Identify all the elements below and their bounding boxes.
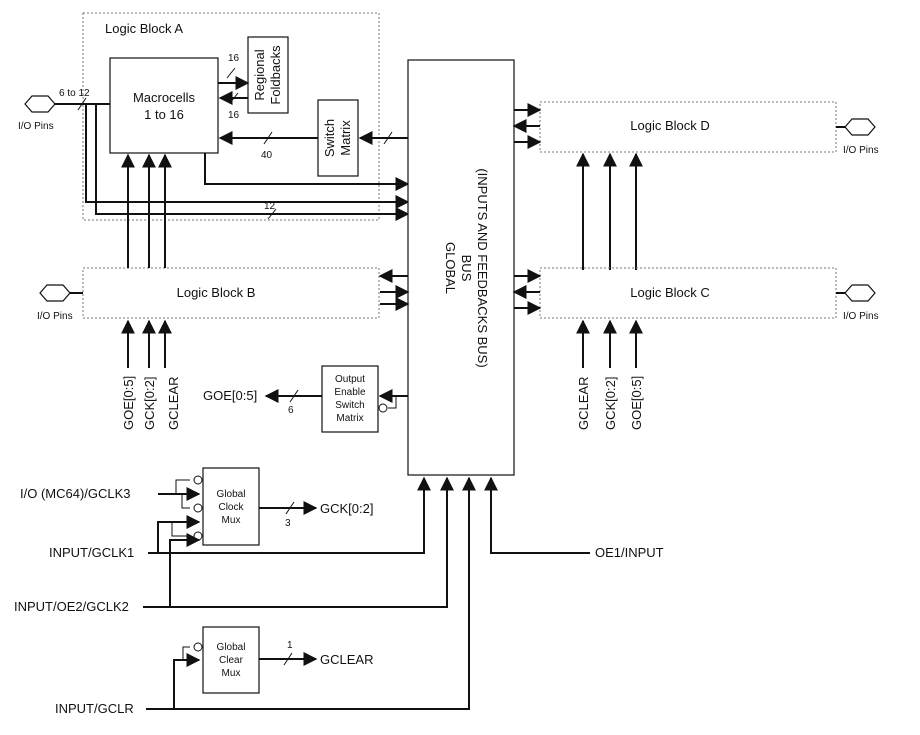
- pin-oe1-label: OE1/INPUT: [595, 545, 664, 560]
- oe-output-label: GOE[0:5]: [203, 388, 257, 403]
- switch-bus-slash: [263, 131, 273, 145]
- io-pins-d-label: I/O Pins: [843, 145, 879, 156]
- io-a-bus-slash: [77, 97, 87, 111]
- pin-io-gclk3-label: I/O (MC64)/GCLK3: [20, 486, 131, 501]
- gclr-mux-label-3: Mux: [222, 668, 241, 679]
- io-feedback-wire-2: [95, 104, 410, 221]
- switch-matrix-box: [317, 99, 359, 177]
- global-clear-mux-box: [202, 626, 260, 694]
- pin-gclr-to-bus-wire: [146, 476, 476, 710]
- regional-foldbacks-label-2: Foldbacks: [268, 45, 283, 105]
- b-goe-label: GOE[0:5]: [121, 376, 136, 430]
- oe-invert-bubble: [378, 403, 388, 413]
- pin-oe2-gclk2-label: INPUT/OE2/GCLK2: [14, 599, 129, 614]
- global-bus-label-2: BUS: [459, 255, 474, 282]
- gclr-mux-label-2: Clear: [219, 655, 244, 666]
- output-enable-box: [321, 365, 379, 433]
- gclk-mux-output-label: GCK[0:2]: [320, 501, 373, 516]
- feedback-bus-width: 12: [264, 201, 276, 212]
- io-a-bus-width: 6 to 12: [59, 88, 90, 99]
- gclk-mux-label-1: Global: [217, 489, 246, 500]
- gclk3-invert-bubble-2: [193, 503, 203, 513]
- gclr-invert-bubble: [193, 642, 203, 652]
- macrocells-label: Macrocells: [133, 90, 196, 105]
- pin-gclk3-tap-1: [175, 479, 190, 494]
- io-pins-b-label: I/O Pins: [37, 311, 73, 322]
- foldback-out-slash: [229, 92, 239, 104]
- foldback-in-width: 16: [228, 53, 240, 64]
- io-feedback-wire: [85, 104, 410, 209]
- c-gck-label: GCK[0:2]: [603, 377, 618, 430]
- oe-label-2: Enable: [334, 387, 366, 398]
- c-gclear-label: GCLEAR: [576, 377, 591, 430]
- gclk-mux-label-2: Clock: [218, 502, 244, 513]
- logic-block-a-outline: [82, 12, 380, 221]
- global-bus-box: [407, 59, 515, 476]
- io-pins-a-label: I/O Pins: [18, 121, 54, 132]
- io-pin-d-icon: [844, 118, 876, 136]
- logic-block-b-title: Logic Block B: [177, 285, 256, 300]
- regional-foldbacks-box: [247, 36, 289, 114]
- pin-gclk2-to-bus-wire: [143, 476, 454, 608]
- io-pins-c-label: I/O Pins: [843, 311, 879, 322]
- foldback-in-slash: [226, 67, 236, 79]
- io-pin-a-icon: [24, 95, 56, 113]
- logic-block-b-outline: [82, 267, 380, 319]
- gclk1-invert-bubble: [193, 531, 203, 541]
- io-pin-b-icon: [39, 284, 71, 302]
- oe-label-4: Matrix: [336, 413, 363, 424]
- oe-output-slash: [289, 389, 299, 403]
- foldback-out-width: 16: [228, 110, 240, 121]
- gclk-mux-label-3: Mux: [222, 515, 241, 526]
- gclk3-invert-bubble-1: [193, 475, 203, 485]
- b-gck-label: GCK[0:2]: [142, 377, 157, 430]
- macro-to-bus-wire: [204, 153, 410, 191]
- pin-gclr-label: INPUT/GCLR: [55, 701, 134, 716]
- global-bus-label-1: GLOBAL: [443, 242, 458, 294]
- io-pin-c-icon: [844, 284, 876, 302]
- oe-label-3: Switch: [335, 400, 364, 411]
- macrocells-box: [109, 57, 219, 154]
- b-gclear-label: GCLEAR: [166, 377, 181, 430]
- gclk-mux-output-width: 3: [285, 518, 291, 529]
- bus-switch-slash: [383, 131, 393, 145]
- pin-gclk3-tap-2: [181, 494, 190, 509]
- gclr-mux-label-1: Global: [217, 642, 246, 653]
- oe-label-1: Output: [335, 374, 365, 385]
- gclk-mux-output-slash: [285, 501, 295, 515]
- pin-gclk1-label: INPUT/GCLK1: [49, 545, 134, 560]
- gclr-mux-output-width: 1: [287, 640, 293, 651]
- pin-oe1-to-bus-wire: [484, 476, 590, 554]
- pin-gclk1-tap: [171, 522, 190, 537]
- pin-gclk1-to-bus-wire: [148, 476, 431, 554]
- pin-gclk1-to-mux-wire: [157, 515, 201, 553]
- pin-gclk2-to-mux-wire: [169, 533, 201, 607]
- switch-matrix-label-2: Matrix: [338, 120, 353, 156]
- gclr-mux-output-label: GCLEAR: [320, 652, 373, 667]
- regional-foldbacks-label-1: Regional: [252, 49, 267, 100]
- pin-gclr-to-mux-wire: [173, 653, 201, 709]
- switch-matrix-label-1: Switch: [322, 119, 337, 157]
- c-goe-label: GOE[0:5]: [629, 376, 644, 430]
- feedback-bus-slash: [267, 208, 277, 220]
- logic-block-c-title: Logic Block C: [630, 285, 709, 300]
- switch-bus-width: 40: [261, 150, 273, 161]
- logic-block-d-title: Logic Block D: [630, 118, 709, 133]
- global-bus-label-3: (INPUTS AND FEEDBACKS BUS): [475, 168, 490, 367]
- gclr-mux-output-slash: [283, 652, 293, 666]
- pin-gclr-tap: [182, 646, 190, 660]
- global-clock-mux-box: [202, 467, 260, 546]
- macrocells-range-label: 1 to 16: [144, 107, 184, 122]
- oe-output-width: 6: [288, 405, 294, 416]
- oe-invert-wire: [388, 396, 397, 409]
- logic-block-a-title: Logic Block A: [105, 21, 183, 36]
